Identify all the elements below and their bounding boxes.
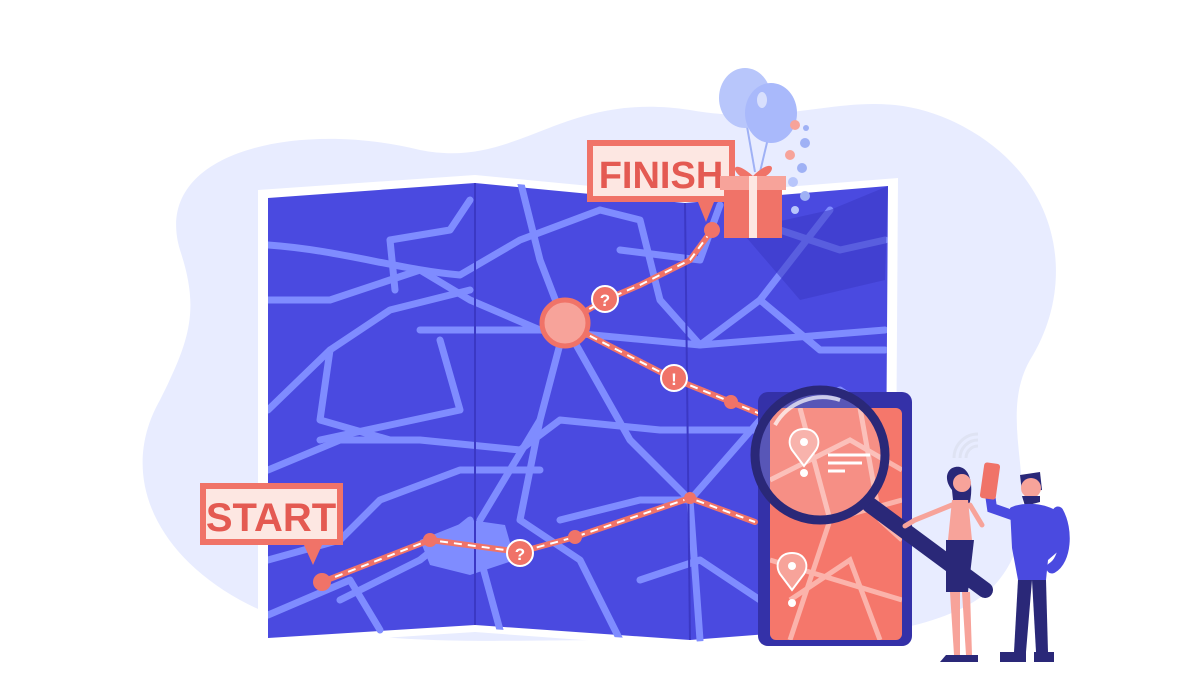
location-pin-icon: [788, 427, 820, 477]
man-figure: [979, 462, 1070, 662]
start-label: START: [200, 483, 343, 565]
exclamation-marker: !: [660, 364, 688, 392]
route-waypoint: [423, 533, 437, 547]
balloon-icon: [719, 68, 797, 173]
question-marker: ?: [591, 285, 619, 313]
wifi-signal-icon: [952, 432, 979, 459]
route-path: [313, 222, 778, 591]
location-pin-icon: [776, 551, 808, 607]
woman-figure: [902, 466, 985, 662]
confetti: [785, 120, 810, 214]
route-finish-dot: [704, 222, 720, 238]
route-waypoint: [724, 395, 738, 409]
info-lines: [828, 453, 870, 473]
route-start-dot: [313, 573, 331, 591]
question-marker-text: ?: [600, 291, 610, 310]
gift-icon: [720, 165, 786, 238]
start-label-text: START: [206, 496, 336, 540]
route-hub: [539, 297, 591, 349]
folded-map: [258, 175, 898, 648]
question-marker-text: ?: [515, 545, 525, 564]
exclamation-marker-text: !: [671, 370, 677, 389]
finish-label-text: FINISH: [599, 155, 724, 197]
finish-label: FINISH: [587, 140, 735, 222]
route-waypoint: [568, 530, 582, 544]
route-waypoint: [684, 492, 696, 504]
phone-icon: [758, 392, 912, 646]
question-marker: ?: [506, 539, 534, 567]
